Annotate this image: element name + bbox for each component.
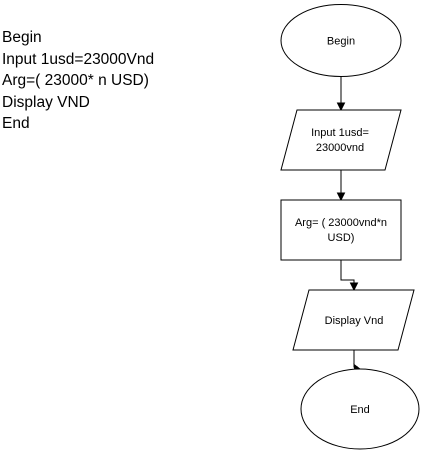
input-node[interactable]: Input 1usd= 23000vnd	[280, 109, 402, 171]
output-node[interactable]: Display Vnd	[292, 289, 415, 351]
input-label-line1: Input 1usd=	[311, 127, 369, 139]
end-node[interactable]: End	[300, 368, 420, 450]
process-label-line1: Arg= ( 23000vnd*n	[295, 217, 387, 229]
process-label-line2: USD)	[328, 232, 355, 244]
output-label: Display Vnd	[325, 315, 384, 327]
output-parallelogram	[292, 289, 415, 351]
pseudocode-text: Begin Input 1usd=23000Vnd Arg=( 23000* n…	[2, 27, 154, 135]
process-rect	[280, 199, 402, 261]
end-label: End	[350, 404, 370, 416]
pseudocode-line-begin: Begin	[2, 29, 42, 46]
arrowhead	[349, 282, 359, 292]
begin-label: Begin	[327, 36, 355, 48]
pseudocode-line-arg: Arg=( 23000* n USD)	[2, 72, 149, 89]
edge-input-to-process	[336, 170, 346, 202]
arrowhead	[336, 192, 346, 202]
edge-begin-to-input	[336, 77, 346, 112]
edge-process-to-output	[340, 260, 359, 292]
pseudocode-line-display: Display VND	[2, 93, 90, 111]
input-label-line2: 23000vnd	[316, 142, 364, 154]
process-node[interactable]: Arg= ( 23000vnd*n USD)	[280, 199, 402, 261]
pseudocode-line-input: Input 1usd=23000Vnd	[2, 50, 155, 68]
begin-ellipse	[280, 4, 402, 77]
input-parallelogram	[280, 109, 402, 171]
pseudocode-line-end: End	[2, 115, 30, 132]
arrowhead	[336, 102, 346, 112]
begin-node[interactable]: Begin	[280, 4, 402, 77]
edge-output-to-end	[353, 350, 361, 373]
end-ellipse	[300, 368, 420, 450]
